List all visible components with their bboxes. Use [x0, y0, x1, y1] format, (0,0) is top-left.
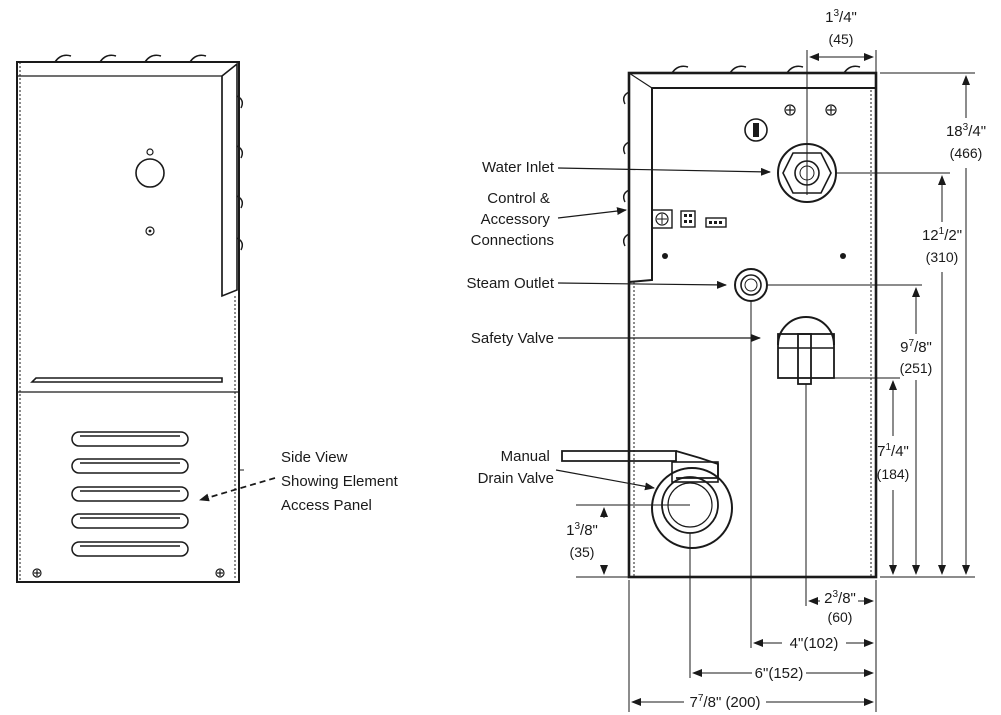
svg-text:77/8" (200): 77/8" (200): [690, 693, 761, 711]
dim-overall-height: 183/4" (466): [946, 122, 986, 161]
side-view: Side View Showing Element Access Panel: [16, 54, 402, 583]
dim-water-inlet-height: 121/2" (310): [922, 226, 962, 265]
drain-valve-icon: [561, 450, 733, 549]
svg-text:97/8": 97/8": [900, 338, 932, 356]
svg-text:Control & Accessory: Control & Accessory Connections: [471, 190, 554, 249]
dimension-lines: [576, 50, 975, 712]
svg-text:(466): (466): [950, 145, 983, 161]
callout-safety-valve: Safety Valve: [471, 330, 761, 347]
top-louvres: [54, 54, 207, 63]
control-connector-icons: [651, 209, 727, 229]
svg-text:(251): (251): [900, 360, 933, 376]
svg-text:(35): (35): [570, 544, 595, 560]
svg-text:(60): (60): [828, 609, 853, 625]
svg-text:13/8": 13/8": [566, 521, 598, 539]
side-view-caption: Side View Showing Element Access Panel: [281, 449, 402, 514]
callout-control: Control & Accessory Connections: [471, 190, 627, 249]
svg-text:23/8": 23/8": [824, 589, 856, 607]
svg-text:(45): (45): [829, 31, 854, 47]
access-panel-pointer: [199, 477, 276, 502]
dim-drain-height: 13/8" (35): [566, 521, 598, 560]
side-body-outline: [16, 61, 240, 583]
dim-overall-width: 77/8" (200): [690, 693, 761, 711]
svg-text:Steam Outlet: Steam Outlet: [466, 275, 554, 292]
svg-text:6"(152): 6"(152): [755, 665, 804, 682]
panel-screw-icons: [32, 568, 225, 578]
svg-text:71/4": 71/4": [877, 442, 909, 460]
power-switch-icon: [744, 118, 768, 142]
dim-safety-valve-height: 71/4" (184): [877, 442, 910, 482]
dim-safety-offset: 23/8" (60): [824, 589, 856, 625]
svg-text:4"(102): 4"(102): [790, 635, 839, 652]
access-panel-louvres: [71, 431, 189, 557]
svg-text:121/2": 121/2": [922, 226, 962, 244]
callout-manual-drain: Manual Drain Valve: [478, 448, 655, 491]
svg-text:Water Inlet: Water Inlet: [482, 159, 555, 176]
svg-text:13/4": 13/4": [825, 8, 857, 26]
dim-inlet-offset: 6"(152): [755, 665, 804, 682]
svg-text:Safety Valve: Safety Valve: [471, 330, 554, 347]
svg-text:183/4": 183/4": [946, 122, 986, 140]
side-knob-icon: [135, 158, 165, 188]
callout-steam-outlet: Steam Outlet: [466, 275, 727, 292]
svg-text:Manual Drain Valve: Manual Drain Valve: [478, 448, 554, 487]
front-body-outline: [627, 71, 878, 579]
dim-top-width: 13/4" (45): [825, 8, 857, 47]
front-view: [561, 65, 878, 579]
svg-text:(310): (310): [926, 249, 959, 265]
dim-steam-offset: 4"(102): [790, 635, 839, 652]
steam-outlet-fitting-icon: [734, 268, 768, 302]
safety-valve-icon: [777, 316, 835, 385]
svg-text:(184): (184): [877, 466, 910, 482]
callout-water-inlet: Water Inlet: [482, 159, 771, 176]
dim-steam-outlet-height: 97/8" (251): [900, 338, 933, 376]
